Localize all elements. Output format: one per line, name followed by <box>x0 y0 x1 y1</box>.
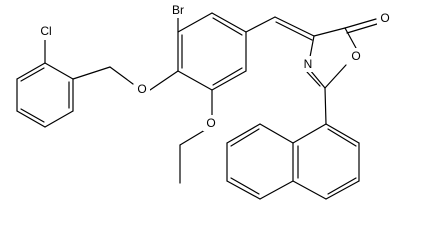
central-aryl-ring <box>177 12 247 91</box>
bond <box>226 123 261 144</box>
bond <box>327 128 357 147</box>
bond-to-naphthyl <box>324 87 327 125</box>
bond-o-ch2 <box>179 129 206 146</box>
bond-carbonyl <box>344 18 377 29</box>
bond <box>292 123 327 144</box>
bond <box>212 67 243 86</box>
naphthalene-ring-a <box>292 123 360 200</box>
bond <box>16 62 46 80</box>
atom-o-ethoxy-label: O <box>206 116 215 130</box>
bond-vinyl-double <box>275 21 313 41</box>
oxazolone-ring <box>306 27 357 89</box>
bond <box>292 180 327 200</box>
bond <box>325 123 360 144</box>
bond <box>327 177 357 195</box>
atom-o-carbonyl: O <box>377 10 393 26</box>
bond <box>230 128 260 147</box>
atom-o-ring: O <box>348 48 364 64</box>
bond <box>309 69 326 89</box>
bond <box>211 70 247 91</box>
bond-layer <box>16 12 378 200</box>
atom-cl: Cl <box>35 24 57 40</box>
bond <box>259 123 294 144</box>
atom-br: Br <box>166 2 190 18</box>
bond <box>44 110 74 128</box>
chlorophenyl-ring <box>16 62 74 128</box>
bond <box>230 177 260 195</box>
bond <box>16 110 46 128</box>
bond <box>20 108 45 123</box>
bond <box>177 12 213 33</box>
bond <box>177 70 213 91</box>
molecule-drawing: Cl Br O O O N <box>16 2 393 200</box>
bond-ch2 <box>72 66 111 80</box>
atom-n-ring: N <box>300 56 316 72</box>
atom-label-layer: Cl Br O O O N <box>35 2 393 131</box>
atom-o-ring-label: O <box>351 49 360 63</box>
bond-aryl-vinyl <box>245 16 276 33</box>
atom-o-ether: O <box>134 81 150 97</box>
atom-o-ether-label: O <box>137 82 146 96</box>
atom-n-ring-label: N <box>304 57 313 71</box>
atom-o-ethoxy: O <box>203 115 219 131</box>
bond-carbonyl <box>346 23 378 34</box>
bond <box>44 62 74 80</box>
bond <box>313 27 346 37</box>
bond <box>226 180 261 200</box>
bond-o-aryl <box>149 70 179 91</box>
bond <box>306 71 321 87</box>
atom-cl-label: Cl <box>40 24 51 38</box>
bond-ch2-o <box>109 66 134 85</box>
bond <box>344 27 357 49</box>
bond <box>325 180 360 200</box>
bond <box>259 180 294 200</box>
bond <box>20 67 45 82</box>
bond <box>212 17 243 36</box>
atom-br-label: Br <box>172 3 184 17</box>
bond <box>324 64 347 89</box>
bond <box>309 35 315 58</box>
bond-vinyl-double <box>274 16 315 37</box>
naphthalene-ring-b <box>226 123 294 200</box>
chemical-structure-diagram: Cl Br O O O N <box>16 2 393 200</box>
atom-o-carbonyl-label: O <box>380 11 389 25</box>
bond <box>211 12 247 33</box>
